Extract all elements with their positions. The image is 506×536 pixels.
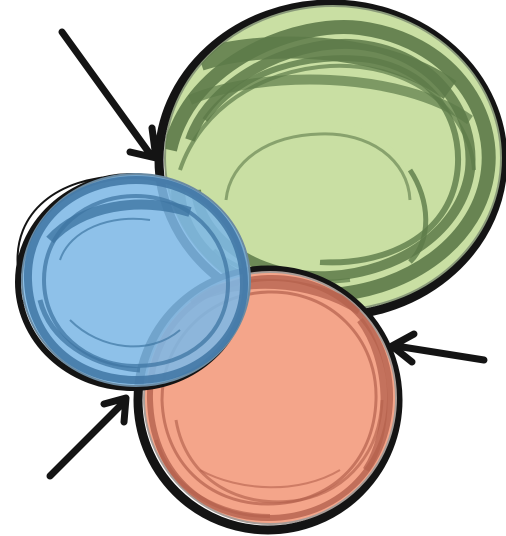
arrow-icon [50,402,124,476]
blue-circle [17,174,250,390]
arrow-icon [62,32,150,154]
arrow-right [392,334,484,362]
arrow-top-left [62,32,156,158]
arrow-bottom-left [50,398,126,476]
